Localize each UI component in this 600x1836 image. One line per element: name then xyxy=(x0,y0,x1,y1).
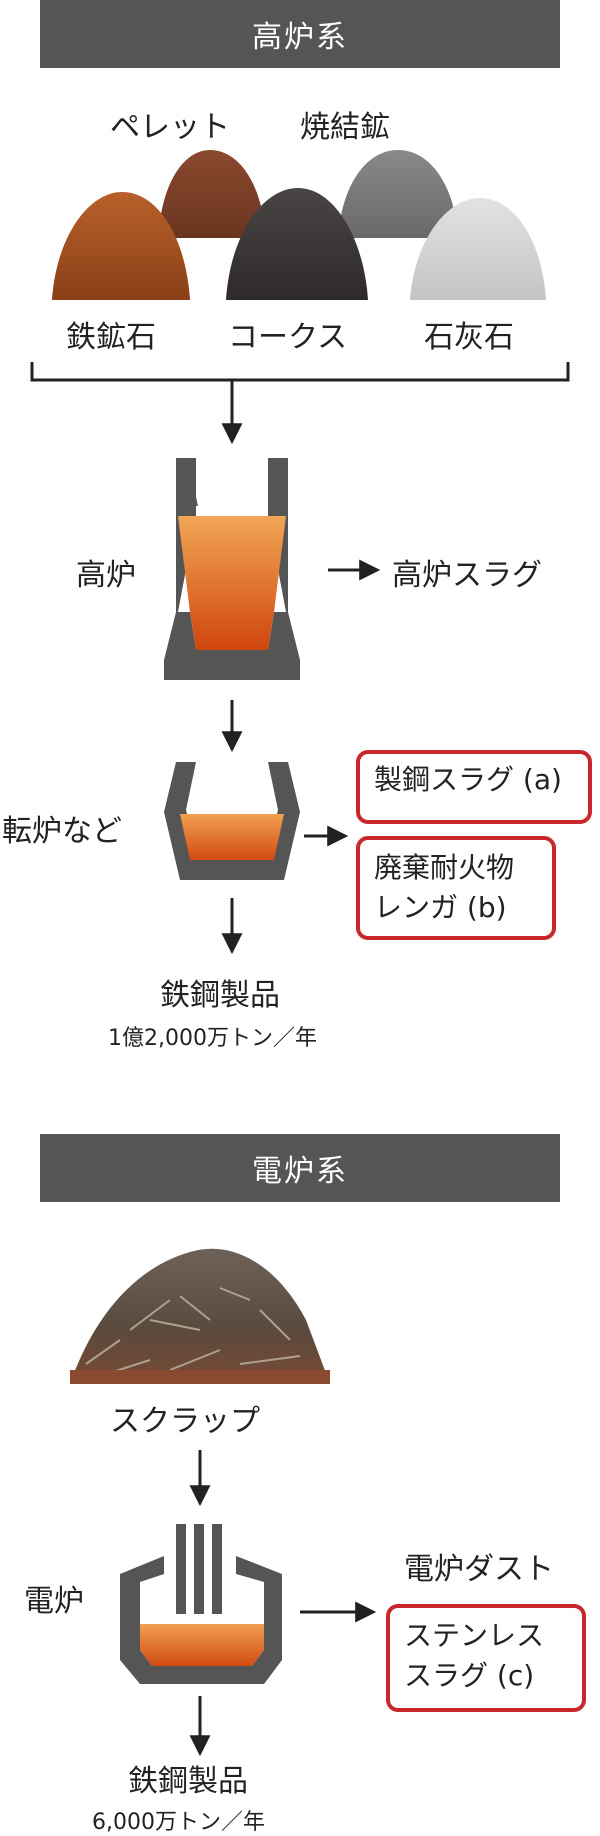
electric-furnace-graphic xyxy=(120,1524,282,1684)
stainless-slag-line2: スラグ (c) xyxy=(404,1659,535,1692)
iron-ore-label: 鉄鉱石 xyxy=(66,320,156,355)
steelmaking-slag-box: 製鋼スラグ (a) xyxy=(356,750,592,824)
converter-label: 転炉など xyxy=(2,814,122,849)
blast-furnace-label: 高炉 xyxy=(76,558,136,593)
steel-products-label-2: 鉄鋼製品 xyxy=(128,1764,248,1799)
production-electric: 6,000万トン／年 xyxy=(92,1810,265,1835)
limestone-label: 石灰石 xyxy=(424,320,514,355)
stainless-slag-box: ステンレス スラグ (c) xyxy=(386,1604,586,1712)
iron-ore-pile xyxy=(52,192,190,300)
coke-label: コークス xyxy=(228,320,348,355)
electric-furnace-header: 電炉系 xyxy=(40,1134,560,1202)
refractory-brick-box: 廃棄耐火物 レンガ (b) xyxy=(356,836,556,940)
electric-furnace-label: 電炉 xyxy=(24,1584,84,1619)
converter-graphic xyxy=(164,762,300,880)
steelmaking-slag-label: 製鋼スラグ (a) xyxy=(374,763,562,796)
steel-products-label-1: 鉄鋼製品 xyxy=(160,978,280,1013)
production-blast: 1億2,000万トン／年 xyxy=(108,1026,317,1051)
coke-pile xyxy=(226,188,368,300)
pellet-label: ペレット xyxy=(110,110,230,145)
blast-furnace-slag-label: 高炉スラグ xyxy=(392,558,542,593)
sinter-label: 焼結鉱 xyxy=(300,110,390,145)
refractory-brick-line1: 廃棄耐火物 xyxy=(374,851,515,884)
refractory-brick-line2: レンガ (b) xyxy=(374,891,507,924)
sinter-pile xyxy=(338,150,458,238)
scrap-pile-image xyxy=(70,1248,330,1384)
pellet-pile xyxy=(158,150,266,238)
materials-bracket xyxy=(30,362,570,382)
electric-furnace-dust-label: 電炉ダスト xyxy=(404,1552,554,1587)
blast-furnace-graphic xyxy=(164,458,300,680)
blast-furnace-header: 高炉系 xyxy=(40,0,560,68)
stainless-slag-line1: ステンレス xyxy=(404,1619,545,1652)
scrap-label: スクラップ xyxy=(110,1404,260,1439)
limestone-pile xyxy=(410,198,546,300)
